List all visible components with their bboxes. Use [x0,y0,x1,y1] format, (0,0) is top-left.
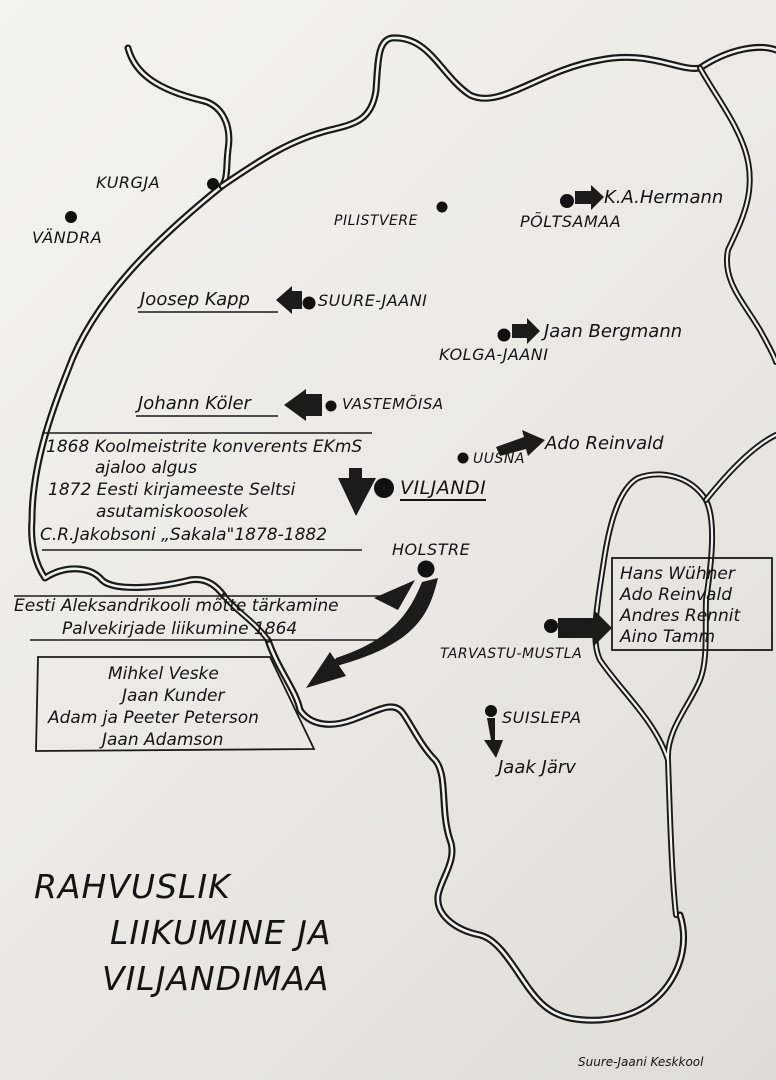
viljandi-event-line: asutamiskoosolek [96,502,249,522]
viljandi-event-line: C.R.Jakobsoni „Sakala"1878-1882 [40,525,328,545]
holstre-person: Adam ja Peeter Peterson [48,708,259,728]
label-vastemoisa: VASTEMÕISA [342,395,444,413]
southern-border [264,636,688,1024]
map-title-line: VILJANDIMAA [102,959,330,998]
label-uusna: UUSNA [473,451,525,467]
holstre-person: Jaan Kunder [122,686,225,706]
arrow-tarvastu [558,610,612,646]
viljandi-event-line: 1868 Koolmeistrite konverents EKmS [46,437,363,457]
tarvastu-person: Andres Rennit [620,606,741,626]
holstre-event-line: Palvekirjade liikumine 1864 [62,619,298,639]
label-jaan-bergmann: Jaan Bergmann [544,321,683,342]
label-vandra: VÄNDRA [32,228,103,247]
arrow-jarv [484,718,503,758]
label-joosep-kapp: Joosep Kapp [140,289,250,310]
holstre-person: Mihkel Veske [108,664,219,684]
tarvastu-people-box [611,557,773,651]
arrow-holstre-people [306,652,346,688]
tarvastu-person: Hans Wühner [620,564,735,584]
arrow-viljandi-events [338,468,376,516]
lake-vortsjarv [592,471,716,918]
tarvastu-person: Ado Reinvald [620,585,732,605]
label-kurgja: KURGJA [96,173,161,192]
arrow-holstre-events [374,580,415,610]
credit: Suure-Jaani Keskkool [578,1055,704,1069]
arrow-reinvald [496,430,545,456]
label-pilistvere: PILISTVERE [334,213,418,229]
label-jaak-jarv: Jaak Järv [498,757,576,778]
label-johann-koler: Johann Köler [138,393,251,414]
label-ado-reinvald: Ado Reinvald [545,433,664,454]
label-poltsamaa: PÕLTSAMAA [520,212,622,231]
viljandi-event-line: 1872 Eesti kirjameeste Seltsi [48,480,296,500]
arrow-kapp [276,286,302,314]
holstre-people-box [35,656,316,752]
label-ka-hermann: K.A.Hermann [604,187,724,208]
label-holstre: HOLSTRE [392,540,471,559]
arrow-koler [284,389,322,421]
label-viljandi: VILJANDI [400,477,487,501]
arrow-bergmann [512,318,540,344]
arrow-hermann [575,185,604,210]
label-kolga-jaani: KOLGA-JAANI [439,345,549,364]
map-title-line: RAHVUSLIK [34,867,231,906]
tarvastu-person: Aino Tamm [620,627,716,647]
holstre-person: Jaan Adamson [102,730,224,750]
label-suislepa: SUISLEPA [502,708,582,727]
label-tarvastu-mustla: TARVASTU-MUSTLA [440,646,583,662]
label-suure-jaani: SUURE-JAANI [318,291,428,310]
viljandi-event-line: ajaloo algus [95,458,198,478]
holstre-event-line: Eesti Aleksandrikooli mõtte tärkamine [14,596,339,616]
map-title-line: LIIKUMINE JA [110,913,332,952]
